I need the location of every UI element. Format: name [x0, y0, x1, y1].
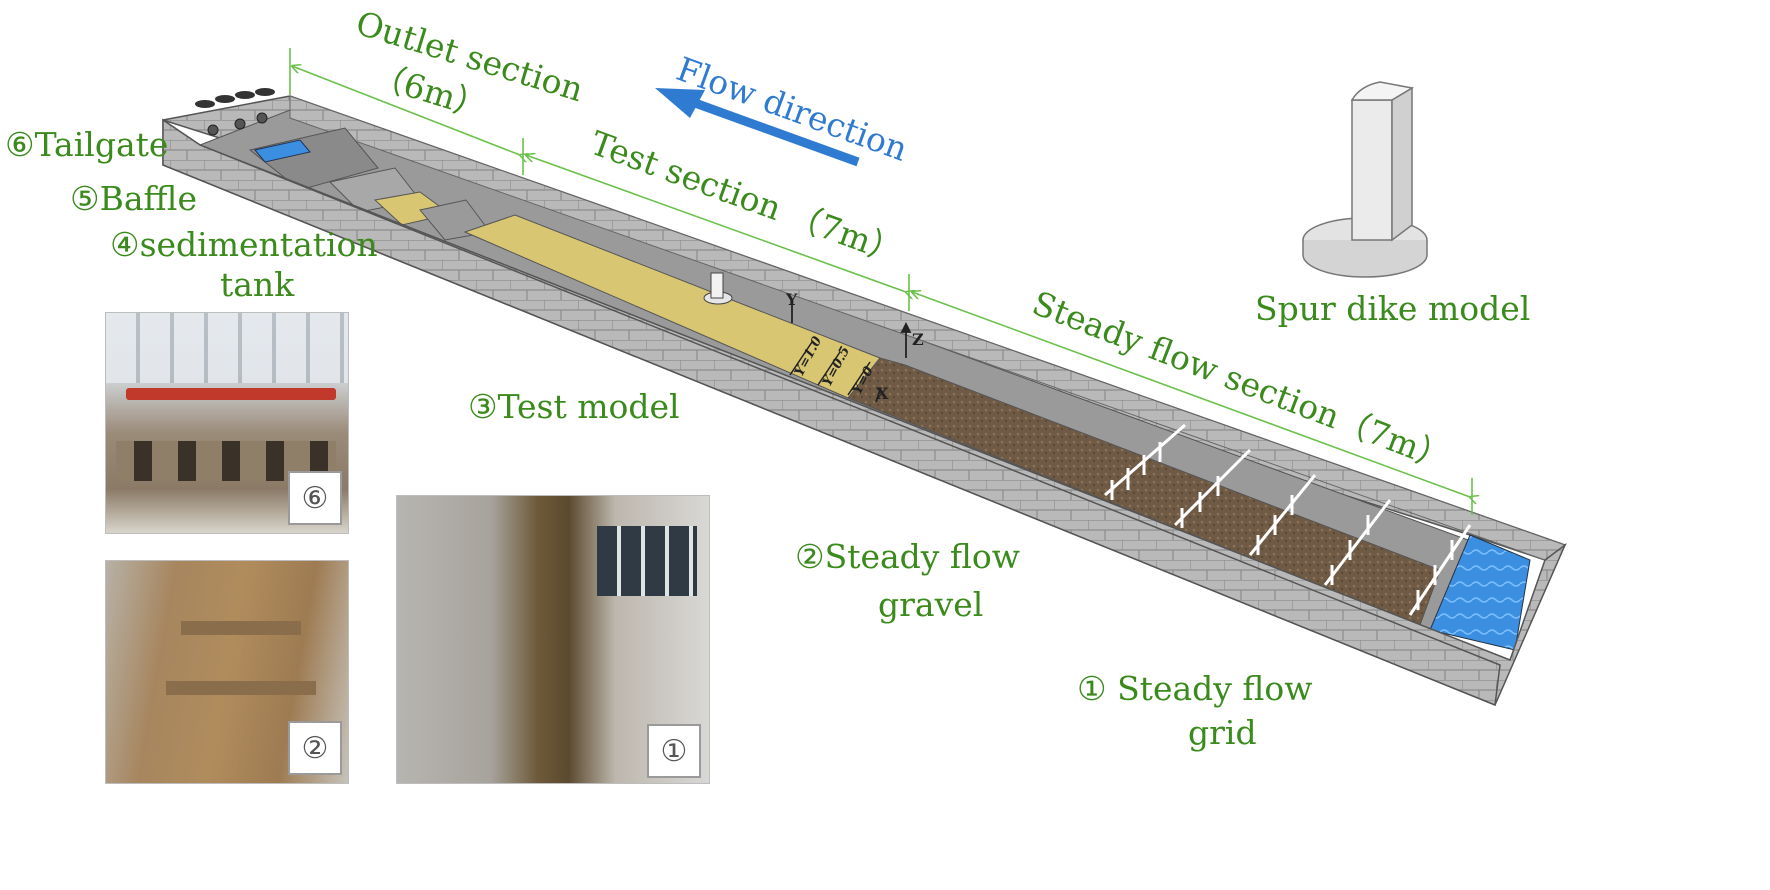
steady-flow-gravel-label: ②Steady flow: [795, 537, 1021, 576]
steady-flow-grid-label-2: grid: [1188, 713, 1257, 752]
spur-dike-model-illustration: [1302, 81, 1428, 278]
grid-4: [1323, 499, 1392, 586]
sedimentation-tank-label: ④sedimentation: [110, 225, 378, 264]
spur-dike-model-label: Spur dike model: [1255, 289, 1531, 328]
test-model-label: ③Test model: [468, 387, 680, 426]
tailgate-wheels: [195, 88, 275, 108]
baffle-label: ⑤Baffle: [70, 179, 198, 218]
dimension-lines: [289, 48, 1472, 515]
photo-steady-flow-grid: ①: [396, 495, 710, 784]
coordinate-axes: [791, 305, 912, 403]
tailgate-label: ⑥Tailgate: [5, 125, 169, 164]
photo-badge: ①: [647, 724, 701, 778]
sedimentation-tank-label-2: tank: [220, 265, 295, 304]
steady-flow-grid-label: ① Steady flow: [1077, 669, 1313, 708]
flow-direction-arrow: [655, 88, 860, 167]
axis-label-z: Z: [912, 330, 924, 349]
photo-tailgate: ⑥: [105, 312, 349, 534]
photo-badge: ⑥: [288, 471, 342, 525]
tailgate-holes: [207, 112, 268, 136]
cross-section-lines: [789, 341, 871, 396]
steady-flow-gravel-label-2: gravel: [878, 585, 984, 624]
photo-badge: ②: [288, 721, 342, 775]
grid-5: [1408, 524, 1472, 616]
photo-gravel: ②: [105, 560, 349, 784]
axis-label-x: X: [876, 384, 889, 403]
flume-front-face: [162, 118, 1501, 707]
axis-label-y: Y: [786, 290, 798, 309]
